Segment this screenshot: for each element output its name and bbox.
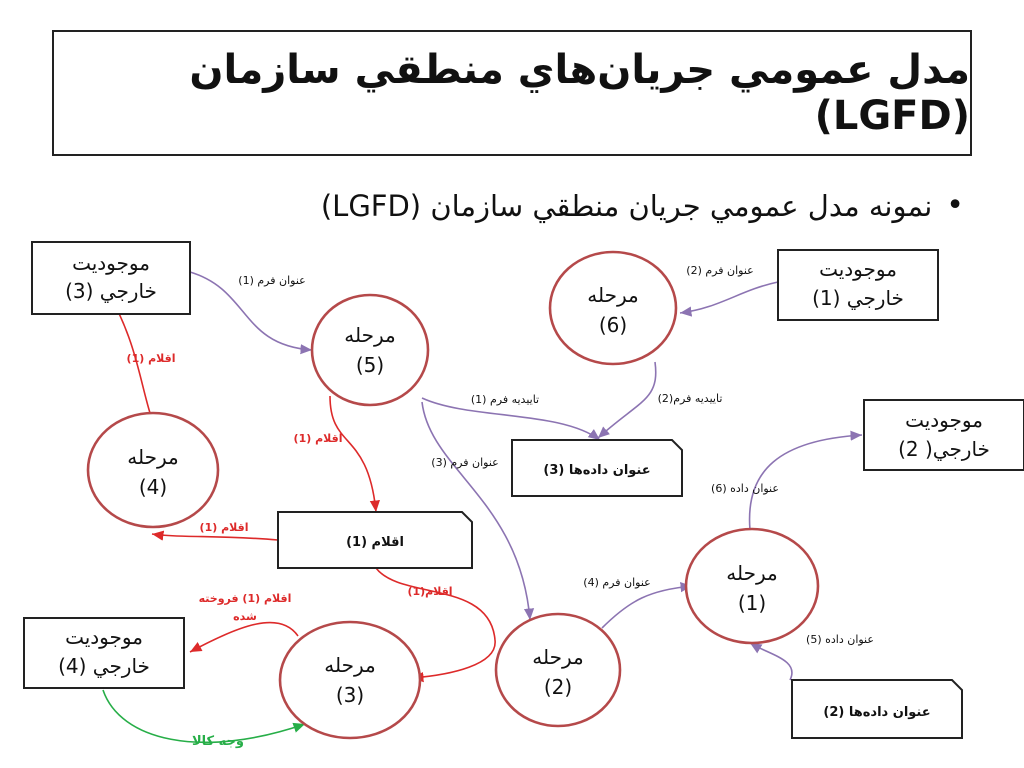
store-2-label: عنوان داده‌ها (2) bbox=[823, 705, 930, 720]
flow-label-items-p3: اقلام(1) bbox=[407, 585, 452, 598]
flow-line-sold bbox=[189, 621, 299, 653]
process-4-line1: مرحله bbox=[127, 445, 178, 469]
entity-1-line1: موجوديت bbox=[819, 257, 897, 281]
entity-2-line1: موجوديت bbox=[905, 408, 983, 432]
entity-1-box bbox=[777, 249, 939, 321]
store-items-box bbox=[277, 511, 473, 569]
process-6-circle bbox=[548, 250, 678, 366]
entity-3-box bbox=[31, 241, 191, 315]
bullet-dot-icon: • bbox=[946, 188, 964, 223]
entity-2-box bbox=[863, 399, 1024, 471]
entity-4-box bbox=[23, 617, 185, 689]
process-3-line2: (3) bbox=[336, 683, 364, 707]
flow-line-form4 bbox=[601, 581, 693, 629]
store-items-label: اقلام (1) bbox=[346, 535, 404, 550]
process-4-circle bbox=[86, 411, 220, 529]
flow-label-sold-2: شده bbox=[233, 610, 257, 623]
flow-label-form3: عنوان فرم (3) bbox=[431, 456, 498, 469]
flow-label-form4: عنوان فرم (4) bbox=[583, 576, 650, 589]
flow-line-items-p3 bbox=[375, 567, 496, 683]
entity-1-line2: خارجي (1) bbox=[812, 286, 904, 311]
entity-3-line2: خارجي (3) bbox=[65, 279, 157, 304]
process-2-line1: مرحله bbox=[532, 645, 583, 669]
process-5-line2: (5) bbox=[356, 353, 384, 377]
page-title: مدل عمومي جريان‌هاي منطقي سازمان (LGFD) bbox=[189, 47, 970, 139]
flow-label-items-p5: اقلام (1) bbox=[294, 432, 343, 445]
flow-label-data6: عنوان داده (6) bbox=[711, 482, 779, 495]
process-5-circle bbox=[310, 293, 430, 407]
flow-line-form2 bbox=[679, 281, 779, 317]
flow-line-money bbox=[102, 689, 306, 744]
bullet-text: نمونه مدل عمومي جريان منطقي سازمان (LGFD… bbox=[320, 188, 933, 223]
process-6-line2: (6) bbox=[599, 313, 627, 337]
store-3-box bbox=[511, 439, 683, 497]
process-1-line1: مرحله bbox=[726, 561, 777, 585]
flow-line-form1 bbox=[189, 271, 313, 355]
process-4-line2: (4) bbox=[139, 475, 167, 499]
flow-label-form2: عنوان فرم (2) bbox=[686, 264, 753, 277]
entity-4-line1: موجوديت bbox=[65, 625, 143, 649]
bullet-line: • نمونه مدل عمومي جريان منطقي سازمان (LG… bbox=[321, 188, 964, 223]
process-1-circle bbox=[684, 527, 820, 645]
title-box: مدل عمومي جريان‌هاي منطقي سازمان (LGFD) bbox=[52, 30, 972, 156]
flow-label-items-p4: اقلام (1) bbox=[200, 521, 249, 534]
flow-line-items-p4 bbox=[151, 530, 279, 541]
entity-2-line2: خارجي( 2) bbox=[898, 437, 990, 462]
flow-line-form3 bbox=[421, 401, 535, 621]
process-1-line2: (1) bbox=[738, 591, 766, 615]
store-3-label: عنوان داده‌ها (3) bbox=[543, 463, 650, 478]
process-2-circle bbox=[494, 612, 622, 728]
entity-4-line2: خارجي (4) bbox=[58, 654, 150, 679]
process-5-line1: مرحله bbox=[344, 323, 395, 347]
flow-line-data6 bbox=[748, 430, 863, 531]
flow-line-items-p5 bbox=[329, 395, 380, 513]
process-3-line1: مرحله bbox=[324, 653, 375, 677]
flow-label-confirm1: تاييديه فرم (1) bbox=[471, 393, 539, 406]
flow-label-items-e3: اقلام (1) bbox=[127, 352, 176, 365]
flow-line-confirm1 bbox=[421, 397, 601, 441]
flow-line-confirm2 bbox=[597, 361, 657, 439]
entity-3-line1: موجوديت bbox=[72, 251, 150, 275]
flow-label-sold-1: اقلام (1) فروخته bbox=[199, 592, 292, 605]
process-2-line2: (2) bbox=[544, 675, 572, 699]
flow-line-data5 bbox=[749, 642, 793, 681]
process-6-line1: مرحله bbox=[587, 283, 638, 307]
process-3-circle bbox=[278, 620, 422, 740]
flow-label-form1: عنوان فرم (1) bbox=[238, 274, 305, 287]
flow-label-money: وجه كالا bbox=[192, 734, 244, 749]
flow-label-confirm2: تاييديه فرم(2) bbox=[658, 392, 723, 405]
store-2-box bbox=[791, 679, 963, 739]
flow-label-data5: عنوان داده (5) bbox=[806, 633, 874, 646]
